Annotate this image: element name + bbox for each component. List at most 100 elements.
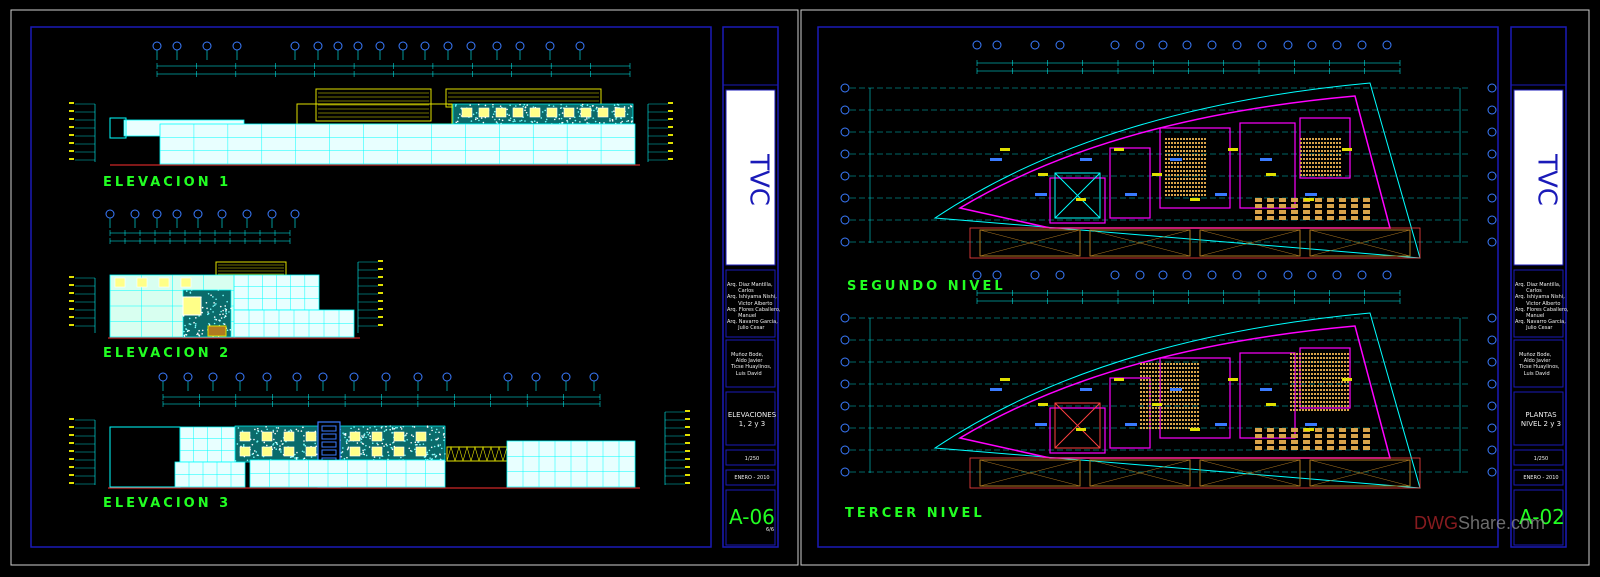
stone-texture-dot xyxy=(273,431,275,433)
seat xyxy=(1324,170,1326,172)
furniture xyxy=(1315,434,1322,438)
seat xyxy=(1179,391,1181,393)
seat xyxy=(1341,365,1343,367)
seat xyxy=(1177,138,1179,140)
stone-texture-dot xyxy=(626,121,628,123)
seat xyxy=(1177,166,1179,168)
seat xyxy=(1195,194,1197,196)
seat xyxy=(1339,154,1341,156)
stone-texture-dot xyxy=(492,116,494,118)
stone-texture-dot xyxy=(492,104,494,106)
seat xyxy=(1186,186,1188,188)
seat xyxy=(1290,409,1292,411)
seat xyxy=(1168,170,1170,172)
furniture xyxy=(1255,216,1262,220)
seat xyxy=(1171,138,1173,140)
seat xyxy=(1182,427,1184,429)
stone-texture-dot xyxy=(385,429,387,431)
seat xyxy=(1165,142,1167,144)
stone-texture-dot xyxy=(210,308,212,310)
window xyxy=(183,297,201,315)
seat xyxy=(1330,154,1332,156)
furniture xyxy=(1267,216,1274,220)
seat xyxy=(1327,162,1329,164)
seat xyxy=(1302,381,1304,383)
seat xyxy=(1338,357,1340,359)
level-text-mark xyxy=(685,450,690,452)
seat xyxy=(1317,361,1319,363)
seat xyxy=(1335,401,1337,403)
seat xyxy=(1165,194,1167,196)
seat xyxy=(1300,154,1302,156)
seat xyxy=(1176,383,1178,385)
seat xyxy=(1191,395,1193,397)
seat xyxy=(1152,415,1154,417)
stone-texture-dot xyxy=(215,298,217,300)
seat xyxy=(1338,389,1340,391)
seat xyxy=(1305,397,1307,399)
stone-texture-dot xyxy=(508,114,510,116)
stone-texture-dot xyxy=(314,443,316,445)
seat xyxy=(1318,138,1320,140)
stone-texture-dot xyxy=(360,453,362,455)
stone-texture-dot xyxy=(201,333,203,335)
stone-texture-dot xyxy=(562,112,564,114)
seat xyxy=(1335,365,1337,367)
stone-texture-dot xyxy=(527,114,529,116)
stone-texture-dot xyxy=(360,441,362,443)
seat xyxy=(1336,170,1338,172)
furniture xyxy=(1291,440,1298,444)
tvc-logo-icon: TVC xyxy=(1532,153,1562,206)
seat xyxy=(1152,395,1154,397)
seat xyxy=(1290,369,1292,371)
seat xyxy=(1140,383,1142,385)
seat xyxy=(1140,395,1142,397)
seat xyxy=(1303,174,1305,176)
seat xyxy=(1330,142,1332,144)
stone-texture-dot xyxy=(220,306,222,308)
room-tag xyxy=(1000,148,1010,151)
seat xyxy=(1299,353,1301,355)
furniture xyxy=(1327,428,1334,432)
seat xyxy=(1347,401,1349,403)
seat xyxy=(1189,166,1191,168)
seat xyxy=(1302,373,1304,375)
seat xyxy=(1299,357,1301,359)
seat xyxy=(1180,154,1182,156)
seat xyxy=(1170,407,1172,409)
seat xyxy=(1194,399,1196,401)
stone-texture-dot xyxy=(426,452,428,454)
furniture xyxy=(1303,210,1310,214)
seat xyxy=(1204,186,1206,188)
seat xyxy=(1180,142,1182,144)
seat xyxy=(1191,415,1193,417)
seat xyxy=(1312,154,1314,156)
stone-texture-dot xyxy=(589,106,591,108)
furniture xyxy=(1279,210,1286,214)
seat xyxy=(1188,367,1190,369)
seat xyxy=(1308,405,1310,407)
stone-texture-dot xyxy=(519,120,521,122)
seat xyxy=(1185,403,1187,405)
seat xyxy=(1309,162,1311,164)
furniture xyxy=(1339,434,1346,438)
stone-texture-dot xyxy=(603,122,605,124)
seat xyxy=(1197,423,1199,425)
seat xyxy=(1185,379,1187,381)
seat xyxy=(1176,407,1178,409)
level-text-mark xyxy=(378,260,383,262)
stone-texture-dot xyxy=(224,323,226,325)
seat xyxy=(1299,377,1301,379)
stone-texture-dot xyxy=(561,107,563,109)
furniture xyxy=(1267,428,1274,432)
stone-texture-dot xyxy=(526,112,528,114)
seat xyxy=(1191,383,1193,385)
window xyxy=(284,432,294,441)
seat xyxy=(1194,375,1196,377)
stone-texture-dot xyxy=(376,429,378,431)
seat xyxy=(1176,419,1178,421)
seat xyxy=(1173,415,1175,417)
seat xyxy=(1197,379,1199,381)
seat xyxy=(1177,182,1179,184)
